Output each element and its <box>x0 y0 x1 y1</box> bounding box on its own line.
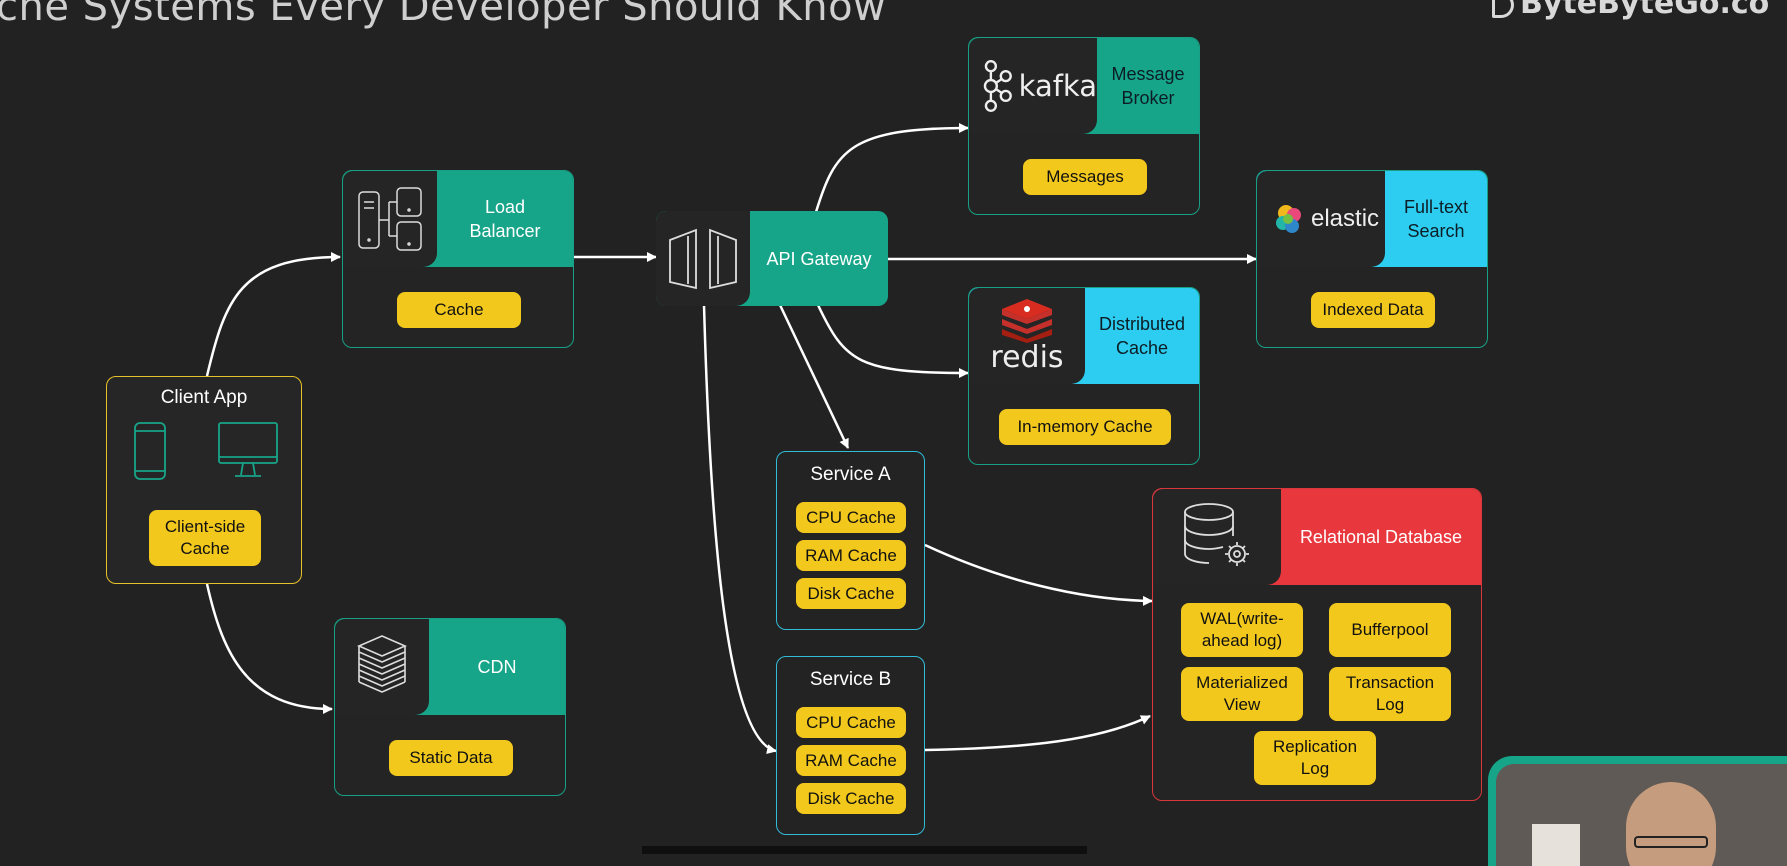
service-a-node: Service A CPU Cache RAM Cache Disk Cache <box>776 451 925 630</box>
redis-label: Distributed Cache <box>1098 314 1186 358</box>
elastic-node: elastic Full-text Search Indexed Data <box>1256 170 1488 348</box>
elastic-logo: elastic <box>1257 171 1385 267</box>
service-a-label: Service A <box>810 464 891 485</box>
client-app-node: Client App Client-side Cache <box>106 376 302 584</box>
arrow-gateway-to-service-b <box>702 304 777 754</box>
load-balancer-node: Load Balancer Cache <box>342 170 574 348</box>
database-gear-icon <box>1153 489 1281 585</box>
materialized-view-pill: Materialized View <box>1181 667 1303 721</box>
api-gateway-node: API Gateway <box>656 211 888 306</box>
arrow-gateway-to-redis <box>816 304 969 378</box>
cdn-node: CDN Static Data <box>334 618 566 796</box>
page-title: che Systems Every Developer Should Know <box>0 0 887 30</box>
presenter-face <box>1626 782 1716 866</box>
cdn-label: CDN <box>477 657 517 677</box>
transaction-log-pill: Transaction Log <box>1329 667 1451 721</box>
gateway-icon <box>656 211 750 306</box>
bytebytego-icon <box>1492 0 1514 18</box>
service-b-node: Service B CPU Cache RAM Cache Disk Cache <box>776 656 925 835</box>
elastic-logo-text: elastic <box>1311 205 1380 232</box>
service-b-disk-cache-pill: Disk Cache <box>796 783 906 814</box>
load-balancer-icon <box>343 171 437 267</box>
kafka-label: Message Broker <box>1111 64 1185 108</box>
arrow-service-b-to-db <box>924 714 1151 752</box>
elastic-indexed-data-pill: Indexed Data <box>1311 292 1435 328</box>
database-label: Relational Database <box>1299 527 1463 547</box>
presenter-glasses <box>1634 836 1708 848</box>
elastic-icon <box>1276 205 1301 233</box>
kafka-logo: kafka <box>969 38 1097 134</box>
bufferpool-pill: Bufferpool <box>1329 603 1451 657</box>
kafka-messages-pill: Messages <box>1023 159 1147 195</box>
background-shelf <box>1532 824 1580 866</box>
mobile-phone-icon <box>134 422 166 480</box>
service-a-cpu-cache-pill: CPU Cache <box>796 502 906 533</box>
load-balancer-cache-pill: Cache <box>397 292 521 328</box>
api-gateway-label: API Gateway <box>766 248 872 269</box>
desktop-monitor-icon <box>218 422 278 477</box>
client-side-cache-pill: Client-side Cache <box>149 510 261 566</box>
arrow-client-to-loadbalancer <box>205 252 341 377</box>
server-stack-icon <box>335 619 429 715</box>
arrow-gateway-to-kafka <box>814 123 969 213</box>
arrow-service-a-to-db <box>924 543 1153 606</box>
client-app-label: Client App <box>160 387 248 408</box>
service-b-label: Service B <box>809 669 892 690</box>
redis-logo-text: redis <box>990 340 1064 375</box>
arrow-gateway-to-service-a <box>778 304 850 449</box>
replication-log-pill: Replication Log <box>1254 731 1376 785</box>
kafka-node: kafka Message Broker Messages <box>968 37 1200 215</box>
brand-logo: ByteByteGo.co <box>1492 0 1769 21</box>
brand-name: ByteByteGo.co <box>1520 0 1770 21</box>
elastic-label: Full-text Search <box>1403 197 1468 241</box>
service-b-cpu-cache-pill: CPU Cache <box>796 707 906 738</box>
service-a-ram-cache-pill: RAM Cache <box>796 540 906 571</box>
kafka-logo-text: kafka <box>1018 69 1097 103</box>
service-a-disk-cache-pill: Disk Cache <box>796 578 906 609</box>
arrow-client-to-cdn <box>205 583 333 714</box>
service-b-ram-cache-pill: RAM Cache <box>796 745 906 776</box>
wal-pill: WAL(write- ahead log) <box>1181 603 1303 657</box>
presenter-camera-overlay <box>1488 756 1787 866</box>
relational-database-node: Relational Database WAL(write- ahead log… <box>1152 488 1482 801</box>
subtitle-bar <box>642 846 1087 854</box>
cdn-static-data-pill: Static Data <box>389 740 513 776</box>
redis-node: redis Distributed Cache In-memory Cache <box>968 287 1200 465</box>
redis-logo: redis <box>969 288 1085 384</box>
redis-in-memory-cache-pill: In-memory Cache <box>999 409 1171 445</box>
redis-icon <box>1002 299 1052 343</box>
load-balancer-label: Load Balancer <box>469 197 541 241</box>
presenter-video <box>1496 764 1787 866</box>
